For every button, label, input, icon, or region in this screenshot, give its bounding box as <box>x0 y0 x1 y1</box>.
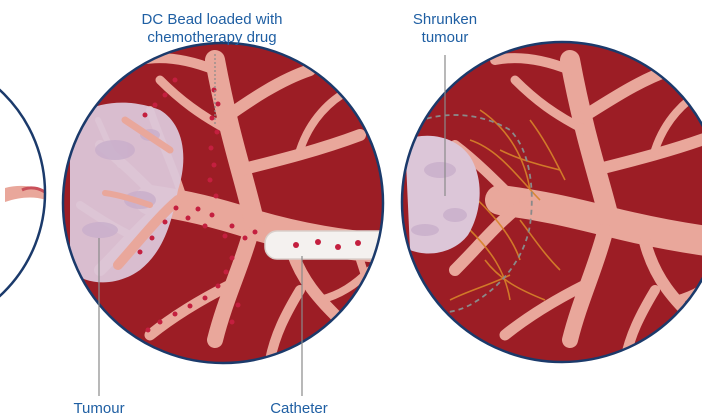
bead-delivery-circle <box>60 40 405 370</box>
tumour-label: Tumour <box>44 400 154 418</box>
shrunken-label-line2: tumour <box>390 29 500 47</box>
catheter-tube <box>265 231 405 259</box>
shrunken-tumour-label: Shrunken tumour <box>390 11 500 47</box>
dc-bead-label-line1: DC Bead loaded with <box>112 11 312 29</box>
shrunken-label-line1: Shrunken <box>390 11 500 29</box>
dc-bead-label-line2: chemotherapy drug <box>112 29 312 47</box>
before-treatment-circle <box>0 50 60 350</box>
catheter-label: Catheter <box>244 400 354 418</box>
dc-bead-label: DC Bead loaded with chemotherapy drug <box>112 11 312 47</box>
